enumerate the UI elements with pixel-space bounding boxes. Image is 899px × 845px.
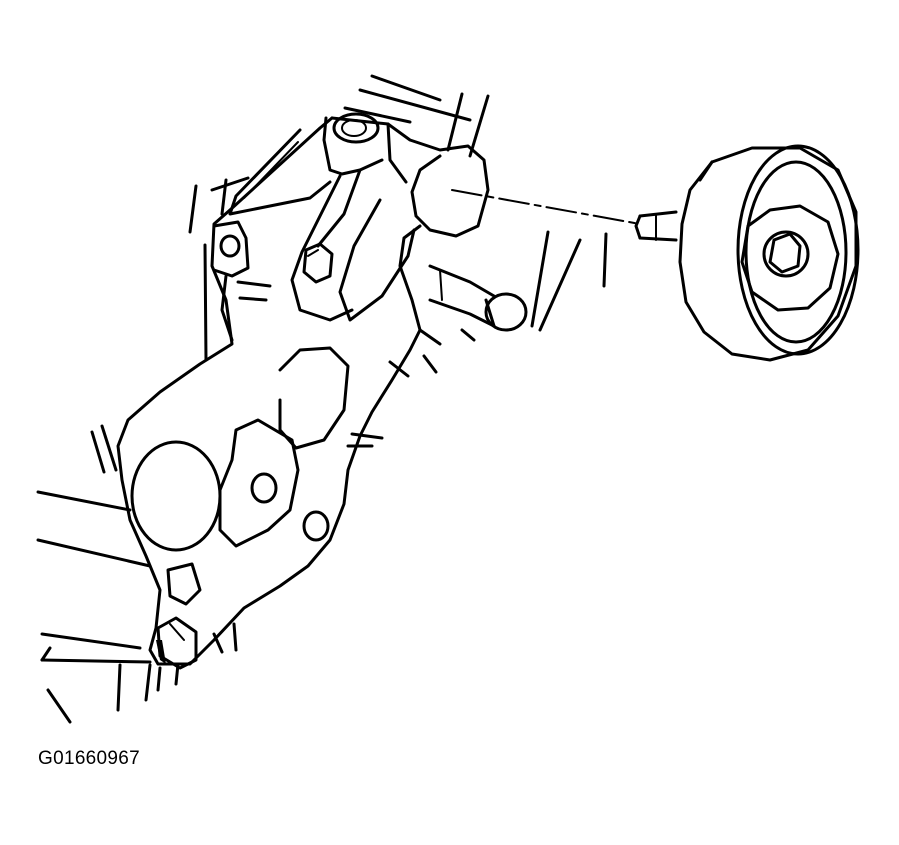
- idler-stud-bolt: [428, 264, 528, 332]
- figure-code: G01660967: [38, 748, 141, 769]
- pulley-shaft: [634, 210, 678, 242]
- mounting-bracket: [116, 116, 490, 666]
- engine-background-lines: [188, 74, 490, 362]
- engine-block-lines: [36, 424, 180, 724]
- detail-lines: [212, 230, 608, 654]
- idler-pulley: [678, 144, 860, 362]
- alignment-centerline: [451, 189, 641, 225]
- lower-bolt: [156, 616, 198, 670]
- bracket-bolts: [156, 242, 528, 670]
- bracket-holes: [130, 112, 380, 606]
- upper-bolt: [302, 242, 334, 284]
